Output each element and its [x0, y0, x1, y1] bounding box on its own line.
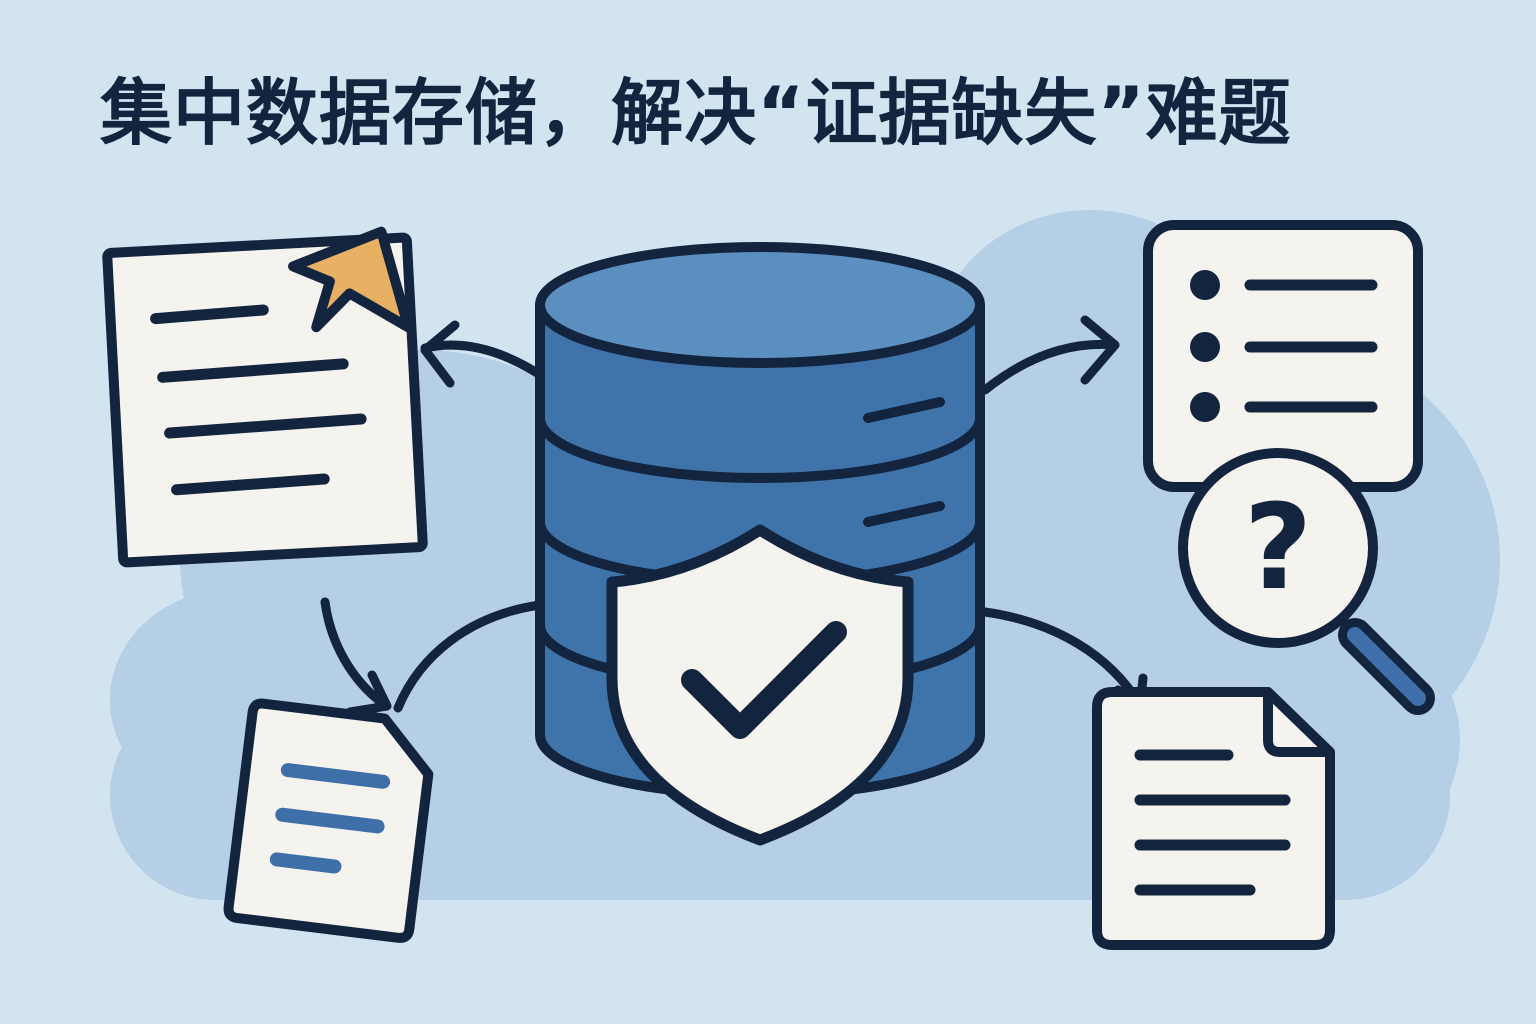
arrow-to-checklist	[980, 339, 1120, 395]
small-document-icon	[223, 698, 434, 943]
document-icon	[1092, 687, 1335, 950]
arrow-head-torn-document	[420, 320, 460, 388]
arrow-head-checklist	[1080, 315, 1120, 385]
arrow-head-small-document	[345, 670, 392, 717]
torn-document-icon	[102, 226, 428, 568]
arrow-to-small-document	[320, 597, 390, 710]
magnifier-question-icon: ?	[1178, 448, 1435, 715]
arrow-to-torn-document	[420, 340, 550, 383]
page-title: 集中数据存储，解决“证据缺失”难题	[100, 71, 1292, 155]
shield-check-icon	[606, 524, 914, 846]
arrow-db-to-small-document	[393, 600, 545, 713]
question-mark-symbol: ?	[1244, 478, 1312, 616]
checklist-document-icon	[1143, 220, 1423, 492]
